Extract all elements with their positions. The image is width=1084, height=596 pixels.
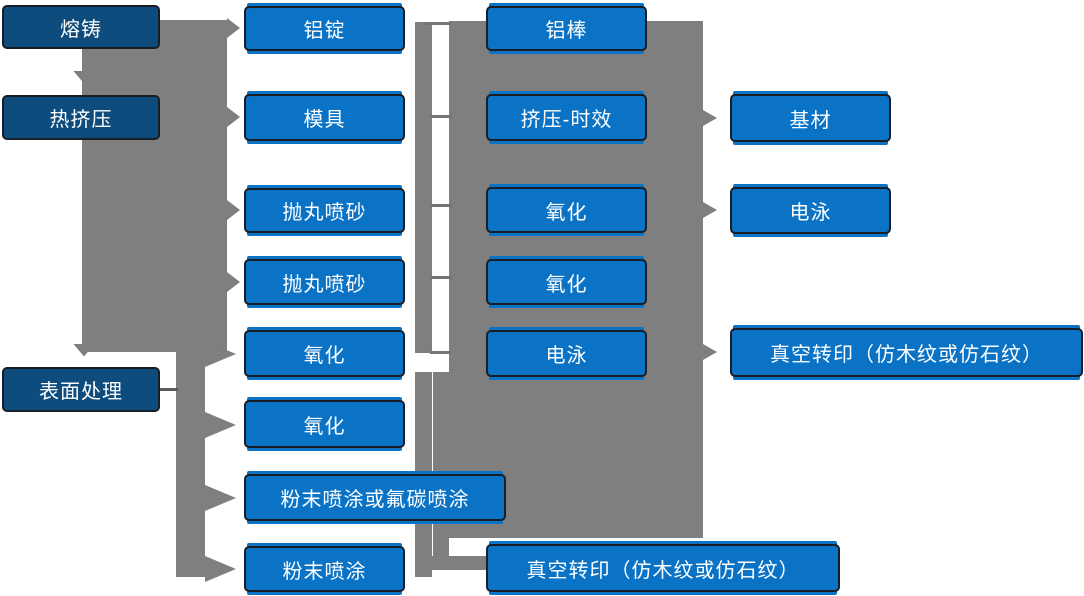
node-label-extrusion-aging: 挤压-时效 bbox=[520, 109, 613, 131]
node-extrusion-aging: 挤压-时效 bbox=[486, 94, 647, 141]
node-label-surface-treatment: 表面处理 bbox=[39, 381, 123, 403]
node-hot-extrusion: 热挤压 bbox=[2, 95, 160, 140]
node-label-melt-casting: 熔铸 bbox=[60, 18, 102, 41]
node-substrate: 基材 bbox=[730, 94, 891, 142]
node-label-oxidation-b: 氧化 bbox=[303, 415, 346, 438]
node-label-shot-blasting-1: 抛丸喷砂 bbox=[282, 202, 367, 224]
connector-stub-row-1 bbox=[424, 22, 452, 25]
connector-stub-row-5 bbox=[430, 351, 452, 354]
arrowhead-to-mold bbox=[227, 107, 240, 127]
node-label-electrophoresis-a: 电泳 bbox=[545, 345, 588, 367]
node-label-powder-coating: 粉末喷涂 bbox=[282, 560, 367, 583]
node-label-vacuum-transfer-b: 真空转印（仿木纹或仿石纹） bbox=[770, 344, 1043, 366]
arrowhead-to-substrate bbox=[703, 110, 717, 126]
node-oxidation-b: 氧化 bbox=[244, 400, 405, 448]
arrowhead-to-aluminum-ingot bbox=[227, 18, 240, 38]
arrowhead-to-electrophoresis-b bbox=[703, 202, 717, 218]
node-vacuum-transfer-b: 真空转印（仿木纹或仿石纹） bbox=[730, 328, 1083, 377]
node-oxidation-d: 氧化 bbox=[486, 259, 647, 305]
node-label-shot-blasting-2: 抛丸喷砂 bbox=[282, 273, 367, 296]
node-shot-blasting-2: 抛丸喷砂 bbox=[244, 259, 405, 305]
node-label-aluminum-rod: 铝棒 bbox=[545, 20, 588, 42]
node-oxidation-a: 氧化 bbox=[244, 330, 405, 377]
connector-stub-row-4 bbox=[430, 276, 452, 279]
node-melt-casting: 熔铸 bbox=[2, 5, 160, 49]
arrowhead-to-vacuum-transfer-b bbox=[703, 344, 717, 360]
node-shot-blasting-1: 抛丸喷砂 bbox=[244, 188, 405, 233]
connector-mid-bar-top bbox=[415, 22, 432, 353]
arrowhead-to-powder-coating bbox=[205, 556, 236, 582]
connector-left-block bbox=[82, 20, 227, 352]
node-electrophoresis-b: 电泳 bbox=[730, 187, 891, 234]
node-aluminum-ingot: 铝锭 bbox=[244, 6, 405, 51]
arrowhead-to-oxidation-b bbox=[205, 412, 236, 438]
node-powder-or-fluorocarbon: 粉末喷涂或氟碳喷涂 bbox=[244, 474, 506, 521]
connector-stub-row-3 bbox=[430, 204, 452, 207]
node-powder-coating: 粉末喷涂 bbox=[244, 546, 405, 592]
connector-surface-link-line bbox=[160, 388, 178, 391]
arrowhead-to-shot-blasting-1 bbox=[227, 200, 240, 220]
node-label-oxidation-d: 氧化 bbox=[545, 273, 588, 296]
node-label-oxidation-c: 氧化 bbox=[545, 201, 588, 224]
connector-mid-bar-bottom-2 bbox=[433, 372, 449, 570]
arrowhead-to-powder-fluorocarbon bbox=[205, 485, 236, 511]
node-oxidation-c: 氧化 bbox=[486, 187, 647, 233]
connector-left-bar bbox=[176, 352, 205, 577]
node-label-powder-or-fluorocarbon: 粉末喷涂或氟碳喷涂 bbox=[280, 489, 470, 511]
node-label-mold: 模具 bbox=[303, 109, 346, 131]
node-label-substrate: 基材 bbox=[789, 109, 832, 132]
node-electrophoresis-a: 电泳 bbox=[486, 330, 647, 377]
node-surface-treatment: 表面处理 bbox=[2, 367, 160, 412]
node-label-vacuum-transfer-a: 真空转印（仿木纹或仿石纹） bbox=[526, 559, 800, 582]
node-vacuum-transfer-a: 真空转印（仿木纹或仿石纹） bbox=[486, 544, 840, 592]
node-label-oxidation-a: 氧化 bbox=[303, 345, 346, 367]
node-label-electrophoresis-b: 电泳 bbox=[789, 202, 832, 224]
connector-bottom-connector bbox=[415, 556, 500, 570]
connector-stub-row-2 bbox=[430, 115, 452, 118]
arrowhead-to-shot-blasting-2 bbox=[227, 272, 240, 292]
node-label-aluminum-ingot: 铝锭 bbox=[303, 20, 346, 42]
node-mold: 模具 bbox=[244, 94, 405, 141]
node-aluminum-rod: 铝棒 bbox=[486, 6, 647, 51]
node-label-hot-extrusion: 热挤压 bbox=[49, 109, 113, 131]
